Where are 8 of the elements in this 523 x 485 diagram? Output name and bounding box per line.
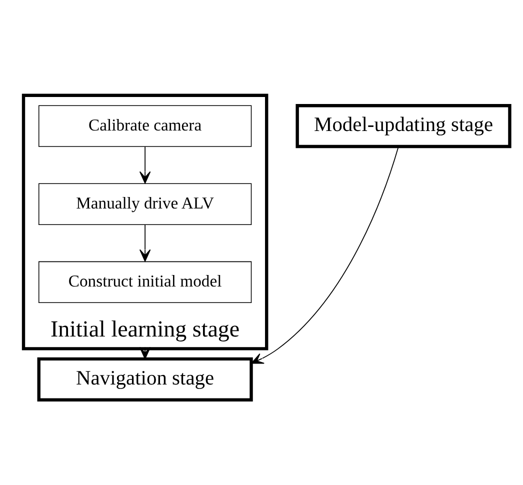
node-box: Manually drive ALV (38, 183, 252, 225)
node-box: Model-updating stage (296, 104, 512, 148)
arrow (139, 146, 151, 184)
node-box: Navigation stage (37, 357, 253, 402)
node-box: Construct initial model (38, 261, 252, 304)
node-box: Calibrate camera (38, 105, 252, 147)
arrow (139, 224, 151, 262)
arrow (251, 146, 399, 364)
